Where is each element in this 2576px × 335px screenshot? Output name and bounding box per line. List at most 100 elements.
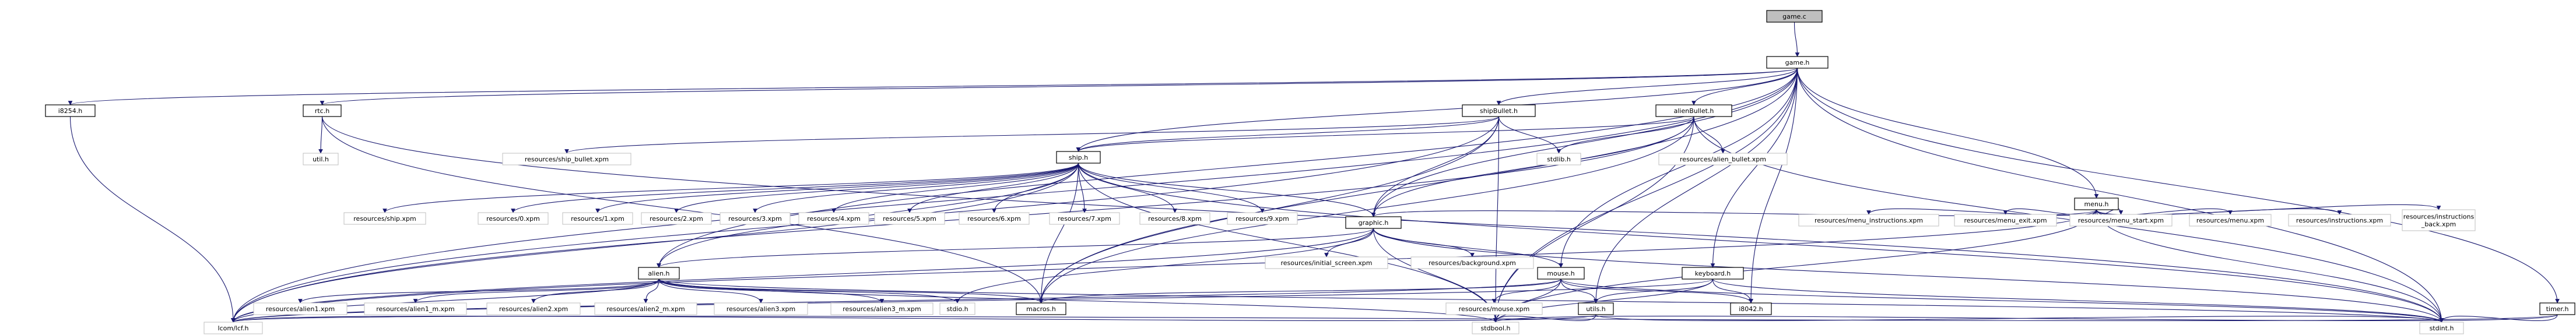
node-res-5[interactable]: resources/5.xpm: [874, 212, 945, 225]
node-stdint[interactable]: stdint.h: [2419, 322, 2464, 334]
edge-alienBullet-to-ship: [1076, 116, 1694, 152]
node-box: [1472, 322, 1519, 334]
node-res-ship[interactable]: resources/ship.xpm: [343, 212, 426, 225]
node-rtc[interactable]: rtc.h: [303, 104, 342, 117]
node-label: resources/alien3.xpm: [727, 305, 795, 313]
node-i8254[interactable]: i8254.h: [45, 104, 96, 117]
node-res-alien3-m[interactable]: resources/alien3_m.xpm: [830, 302, 933, 315]
edge-ship-to-lcom-lcf: [231, 163, 1079, 323]
node-box: [253, 302, 348, 315]
node-label: resources/6.xpm: [967, 215, 1021, 223]
edge-game-h-to-utils: [1594, 68, 1798, 304]
node-box: [1056, 151, 1101, 164]
node-box: [1445, 302, 1543, 315]
node-res-menu-instructions[interactable]: resources/menu_instructions.xpm: [1798, 214, 1939, 227]
node-alien[interactable]: alien.h: [638, 267, 680, 280]
node-game-c[interactable]: game.c: [1766, 10, 1823, 23]
node-box: [1954, 214, 2057, 227]
node-box: [830, 302, 933, 315]
node-label: resources/menu_exit.xpm: [1964, 217, 2047, 224]
node-res-0[interactable]: resources/0.xpm: [478, 212, 549, 225]
node-box: [1049, 212, 1120, 225]
edge-graphic-to-stdint: [1373, 228, 2444, 323]
node-macros[interactable]: macros.h: [1016, 302, 1066, 315]
node-utils[interactable]: utils.h: [1578, 302, 1614, 315]
edge-i8254-to-lcom-lcf: [69, 116, 236, 323]
node-res-1[interactable]: resources/1.xpm: [562, 212, 633, 225]
node-label: resources/menu.xpm: [2196, 217, 2264, 224]
node-box: [641, 212, 712, 225]
node-res-menu-exit[interactable]: resources/menu_exit.xpm: [1954, 214, 2057, 227]
node-shipBullet[interactable]: shipBullet.h: [1462, 104, 1536, 117]
node-res-alien1[interactable]: resources/alien1.xpm: [253, 302, 348, 315]
node-box: [478, 212, 549, 225]
node-alienBullet[interactable]: alienBullet.h: [1655, 104, 1732, 117]
node-timer[interactable]: timer.h: [2539, 302, 2575, 315]
node-stdio[interactable]: stdio.h: [939, 302, 975, 315]
edge-alien-to-stdint: [658, 278, 2444, 323]
node-box: [798, 212, 869, 225]
node-label: resources/7.xpm: [1058, 215, 1111, 223]
node-ship[interactable]: ship.h: [1056, 151, 1101, 164]
edge-shipBullet-to-ship: [1076, 116, 1500, 152]
node-box: [1730, 302, 1772, 315]
node-res-alien2[interactable]: resources/alien2.xpm: [486, 302, 581, 315]
node-res-instructions[interactable]: resources/instructions.xpm: [2288, 214, 2391, 227]
node-box: [45, 104, 96, 117]
edge-alien-to-macros: [658, 278, 1044, 304]
node-box: [364, 302, 467, 315]
edge-game-h-to-keyboard: [1710, 68, 1798, 268]
node-label: i8254.h: [58, 107, 83, 115]
edge-ship-to-res-4: [831, 163, 1079, 213]
node-label: stdbool.h: [1481, 325, 1511, 332]
node-res-initial-screen[interactable]: resources/initial_screen.xpm: [1265, 256, 1388, 269]
edge-ship-to-res-2: [674, 163, 1079, 213]
node-res-instructions-back[interactable]: resources/instructions_back.xpm: [2402, 209, 2476, 231]
node-stdlib[interactable]: stdlib.h: [1536, 153, 1581, 165]
node-box: [594, 302, 697, 315]
node-res-alien1-m[interactable]: resources/alien1_m.xpm: [364, 302, 467, 315]
edge-utils-to-lcom-lcf: [231, 314, 1596, 323]
edge-alienBullet-to-macros: [1038, 116, 1694, 304]
node-lcom-lcf[interactable]: lcom/lcf.h: [203, 322, 263, 334]
node-label: util.h: [313, 156, 329, 163]
node-res-menu-start[interactable]: resources/menu_start.xpm: [2069, 214, 2173, 227]
node-box: [714, 302, 808, 315]
edge-alien-to-stdio: [658, 278, 960, 304]
node-menu[interactable]: menu.h: [2074, 198, 2119, 210]
edge-graphic-to-mouse: [1373, 228, 1563, 268]
node-res-ship-bullet[interactable]: resources/ship_bullet.xpm: [502, 153, 631, 165]
node-label: lcom/lcf.h: [218, 325, 249, 332]
node-label: resources/alien2_m.xpm: [606, 305, 685, 313]
node-res-7[interactable]: resources/7.xpm: [1049, 212, 1120, 225]
node-res-menu[interactable]: resources/menu.xpm: [2189, 214, 2272, 227]
edge-ship-to-res-9: [1078, 163, 1265, 213]
node-res-6[interactable]: resources/6.xpm: [959, 212, 1030, 225]
node-res-alien3[interactable]: resources/alien3.xpm: [714, 302, 808, 315]
node-res-4[interactable]: resources/4.xpm: [798, 212, 869, 225]
node-stdbool[interactable]: stdbool.h: [1472, 322, 1519, 334]
node-box: [1798, 214, 1939, 227]
node-box: [1265, 256, 1388, 269]
node-res-background[interactable]: resources/background.xpm: [1410, 256, 1534, 269]
node-res-3[interactable]: resources/3.xpm: [720, 212, 791, 225]
node-res-2[interactable]: resources/2.xpm: [641, 212, 712, 225]
node-util[interactable]: util.h: [303, 153, 339, 165]
node-res-alien-bullet[interactable]: resources/alien_bullet.xpm: [1658, 153, 1788, 165]
edge-alien-to-res-alien1: [298, 278, 659, 304]
edge-game-h-to-i8254: [68, 68, 1798, 105]
node-graphic[interactable]: graphic.h: [1345, 216, 1402, 229]
node-box: [959, 212, 1030, 225]
node-res-9[interactable]: resources/9.xpm: [1227, 212, 1298, 225]
node-res-8[interactable]: resources/8.xpm: [1139, 212, 1210, 225]
node-mouse[interactable]: mouse.h: [1537, 267, 1585, 280]
node-label: rtc.h: [315, 107, 329, 115]
node-game-h[interactable]: game.h: [1766, 56, 1829, 69]
node-res-alien2-m[interactable]: resources/alien2_m.xpm: [594, 302, 697, 315]
node-keyboard[interactable]: keyboard.h: [1682, 267, 1744, 280]
node-box: [1537, 267, 1585, 280]
node-res-mouse[interactable]: resources/mouse.xpm: [1445, 302, 1543, 315]
node-i8042[interactable]: i8042.h: [1730, 302, 1772, 315]
node-label: timer.h: [2546, 305, 2569, 313]
node-box: [1536, 153, 1581, 165]
